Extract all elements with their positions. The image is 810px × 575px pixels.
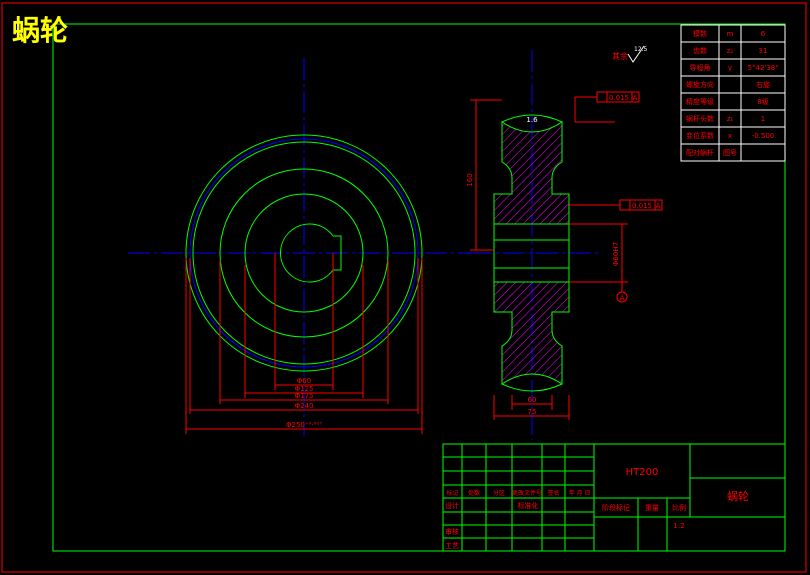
tb-stage-mark: 阶段标记: [602, 503, 630, 512]
param-cell-6-1: x: [728, 132, 732, 140]
param-cell-2-2: 5°42'38": [748, 64, 779, 72]
param-cell-5-0: 蜗杆头数: [686, 114, 714, 123]
param-cell-3-0: 螺旋方向: [686, 80, 714, 89]
tb-check: 审核: [445, 527, 459, 536]
tb-scale: 1:2: [673, 522, 684, 530]
tb-part-name: 蜗轮: [727, 489, 749, 503]
tb-header-5: 年 月 日: [569, 489, 591, 497]
section-lower: [493, 281, 570, 385]
param-cell-0-0: 模数: [693, 29, 707, 38]
section-view: [470, 50, 600, 440]
dim-d125: Φ125: [295, 385, 314, 393]
root-circle: [192, 141, 416, 365]
roughness-note: 其余 12.5: [612, 45, 648, 63]
title-block-headers: 标记 处数 分区更改文件号签名 年 月 日: [446, 489, 590, 497]
dim-d250: Φ250⁺⁰·⁰⁰⁷: [286, 421, 322, 429]
param-cell-5-1: z₁: [727, 115, 734, 123]
dim-d60: Φ60: [297, 377, 311, 385]
tb-standardize: 标准化: [518, 501, 539, 510]
svg-text:A: A: [633, 94, 638, 102]
param-cell-2-1: γ: [728, 64, 732, 72]
section-upper: [493, 121, 570, 225]
svg-text:A: A: [656, 202, 661, 210]
tb-scale-label: 比例: [672, 503, 686, 512]
param-cell-7-1: 图号: [723, 149, 737, 157]
svg-text:0.015: 0.015: [609, 94, 629, 102]
outer-circle: [185, 134, 423, 372]
tb-weight: 重量: [645, 504, 659, 512]
roughness-throat: 1.6: [526, 116, 538, 124]
dim-d240: Φ240: [295, 402, 314, 410]
param-cell-6-0: 变位系数: [686, 131, 714, 140]
dim-d175: Φ175: [295, 392, 314, 400]
side-view: [128, 58, 470, 436]
drawing-title: 蜗轮: [12, 14, 68, 47]
web-circle: [219, 168, 389, 338]
param-cell-2-0: 导程角: [690, 63, 711, 72]
param-cell-6-2: -0.500: [752, 132, 775, 140]
datum-a-symbol: A: [616, 291, 628, 303]
section-dimensions: [470, 96, 628, 420]
hub-circle: [244, 193, 364, 313]
param-cell-3-2: 右旋: [756, 80, 770, 89]
bore-keyway: [280, 223, 342, 283]
tb-header-3: 更改文件号: [512, 489, 542, 497]
inner-frame: [52, 23, 786, 552]
tolerance-frame-1: 0.015 A: [596, 91, 640, 103]
svg-text:0.015: 0.015: [632, 202, 652, 210]
param-cell-0-2: 6: [761, 30, 766, 38]
dim-height-160: 160: [466, 173, 474, 186]
param-cell-1-0: 齿数: [693, 46, 707, 55]
svg-text:其余: 其余: [612, 51, 628, 61]
dim-hub-width: 60: [528, 396, 537, 404]
param-cell-0-1: m: [727, 30, 734, 38]
tolerance-frame-2: 0.015 A: [619, 199, 663, 211]
tb-process: 工艺: [445, 542, 459, 550]
dim-width: 75: [528, 408, 537, 416]
param-cell-4-2: 8级: [757, 97, 768, 106]
tb-designer: 设计: [445, 501, 459, 510]
pitch-circle: [189, 138, 419, 368]
tb-material: HT200: [626, 467, 659, 478]
dim-bore: Φ60H7: [612, 242, 620, 266]
title-block: [442, 443, 786, 552]
param-cell-5-2: 1: [761, 115, 765, 123]
svg-text:12.5: 12.5: [634, 46, 648, 53]
tb-header-2: 分区: [493, 489, 505, 497]
param-cell-1-2: 31: [759, 47, 768, 55]
tb-header-0: 标记: [446, 489, 458, 497]
param-cell-7-0: 配对蜗杆: [686, 148, 714, 157]
tb-header-1: 处数: [468, 489, 480, 497]
side-dimensions: [185, 253, 423, 434]
tb-header-4: 签名: [547, 489, 559, 497]
param-cell-4-0: 精度等级: [686, 97, 714, 106]
param-cell-1-1: z₂: [727, 47, 734, 55]
svg-text:A: A: [620, 294, 625, 302]
